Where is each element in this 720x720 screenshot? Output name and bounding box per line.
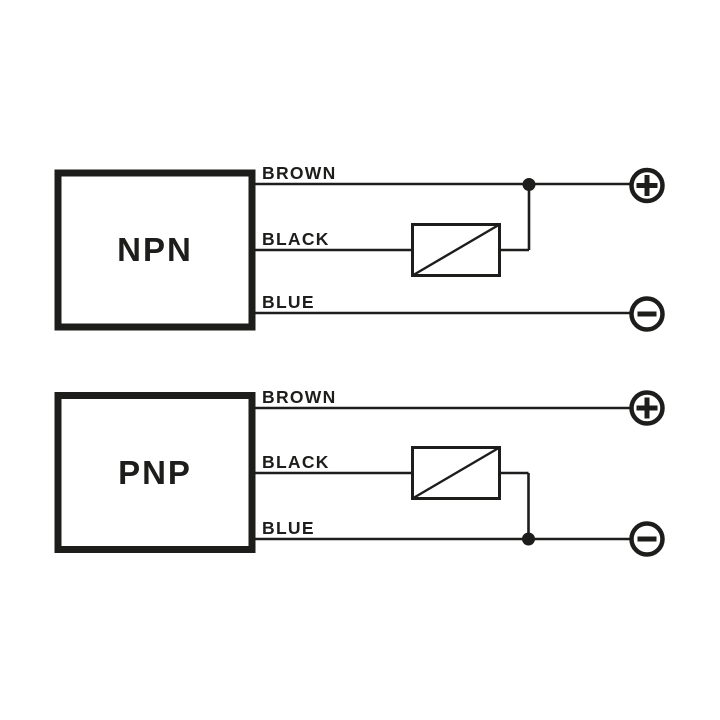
pnp-wire-label-black: BLACK	[262, 452, 330, 472]
pnp-load-diagonal	[411, 446, 501, 500]
pnp-sensor-label: PNP	[118, 454, 192, 491]
npn-wire-label-brown: BROWN	[262, 163, 337, 183]
pnp-positive-terminal	[629, 390, 665, 426]
npn-diagram: NPN BROWN BLACK BLUE	[54, 163, 665, 332]
npn-junction-dot	[522, 178, 536, 191]
plus-icon	[636, 175, 658, 196]
pnp-sensor-box	[54, 392, 256, 553]
pnp-negative-terminal	[629, 521, 665, 557]
pnp-diagram: PNP BROWN BLACK BLUE	[54, 387, 665, 557]
npn-load-diagonal	[411, 223, 501, 277]
pnp-wire-label-blue: BLUE	[262, 518, 315, 538]
npn-wire-label-black: BLACK	[262, 229, 330, 249]
npn-sensor-box	[54, 169, 256, 331]
npn-sensor-label: NPN	[117, 231, 193, 268]
npn-positive-terminal	[629, 167, 665, 204]
npn-wire-label-blue: BLUE	[262, 292, 315, 312]
plus-icon	[636, 397, 658, 419]
pnp-wire-label-brown: BROWN	[262, 387, 337, 407]
pnp-junction-dot	[522, 532, 535, 546]
npn-negative-terminal	[629, 296, 665, 332]
